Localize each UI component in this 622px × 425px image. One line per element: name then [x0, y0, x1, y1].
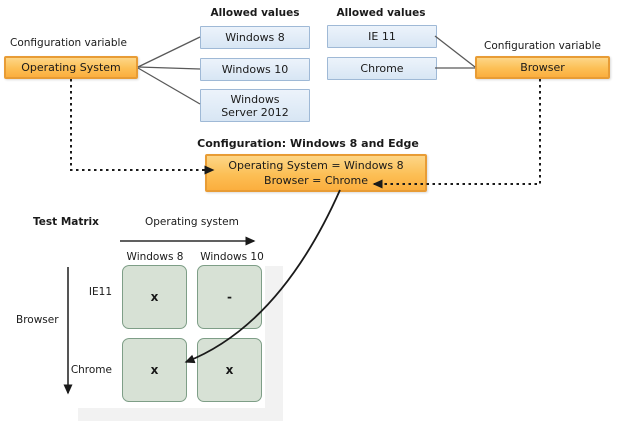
- y-axis-label: Browser: [16, 314, 59, 326]
- line-ie11-to-browser: [434, 35, 476, 68]
- row-header-chrome: Chrome: [70, 364, 112, 376]
- right-allowed-values-header: Allowed values: [336, 7, 426, 19]
- matrix-cell-chrome-windows8: x: [122, 338, 187, 402]
- value-windows8-text: Windows 8: [225, 31, 285, 44]
- browser-variable-text: Browser: [520, 61, 565, 74]
- value-box-windows8: Windows 8: [200, 26, 310, 49]
- value-box-chrome: Chrome: [327, 57, 437, 80]
- configuration-title: Configuration: Windows 8 and Edge: [197, 137, 419, 150]
- configuration-box: Operating System = Windows 8 Browser = C…: [205, 154, 427, 192]
- operating-system-variable-box: Operating System: [4, 56, 138, 79]
- operating-system-variable-text: Operating System: [21, 61, 121, 74]
- row-header-ie11: IE11: [88, 286, 112, 298]
- x-axis-label: Operating system: [145, 216, 239, 228]
- value-box-windows-server-2012: Windows Server 2012: [200, 89, 310, 122]
- value-box-windows10: Windows 10: [200, 58, 310, 81]
- configuration-line1: Operating System = Windows 8: [228, 159, 404, 172]
- line-os-to-windows10: [137, 66, 201, 70]
- cell-value: x: [225, 363, 234, 377]
- column-header-windows10: Windows 10: [200, 251, 264, 263]
- browser-variable-box: Browser: [475, 56, 610, 79]
- line-os-to-windows8: [137, 36, 201, 68]
- matrix-cell-ie11-windows10: -: [197, 265, 262, 329]
- matrix-shadow-bottom: [78, 408, 283, 421]
- left-allowed-values-header: Allowed values: [210, 7, 300, 19]
- dashed-arrow-os-to-configuration: [70, 79, 215, 175]
- value-windows-server-2012-text: Windows Server 2012: [221, 92, 289, 119]
- value-ie11-text: IE 11: [368, 30, 396, 43]
- cell-value: -: [227, 290, 232, 304]
- left-configuration-variable-label: Configuration variable: [10, 37, 127, 49]
- configuration-line2: Browser = Chrome: [264, 174, 368, 187]
- test-matrix-title: Test Matrix: [33, 216, 99, 228]
- line-os-to-windows-server: [137, 67, 201, 105]
- value-chrome-text: Chrome: [360, 62, 404, 75]
- matrix-cell-chrome-windows10: x: [197, 338, 262, 402]
- matrix-shadow-right: [265, 266, 283, 420]
- matrix-cell-ie11-windows8: x: [122, 265, 187, 329]
- right-configuration-variable-label: Configuration variable: [484, 40, 601, 52]
- column-header-windows8: Windows 8: [126, 251, 184, 263]
- value-windows10-text: Windows 10: [221, 63, 289, 76]
- value-box-ie11: IE 11: [327, 25, 437, 48]
- cell-value: x: [150, 290, 159, 304]
- cell-value: x: [150, 363, 159, 377]
